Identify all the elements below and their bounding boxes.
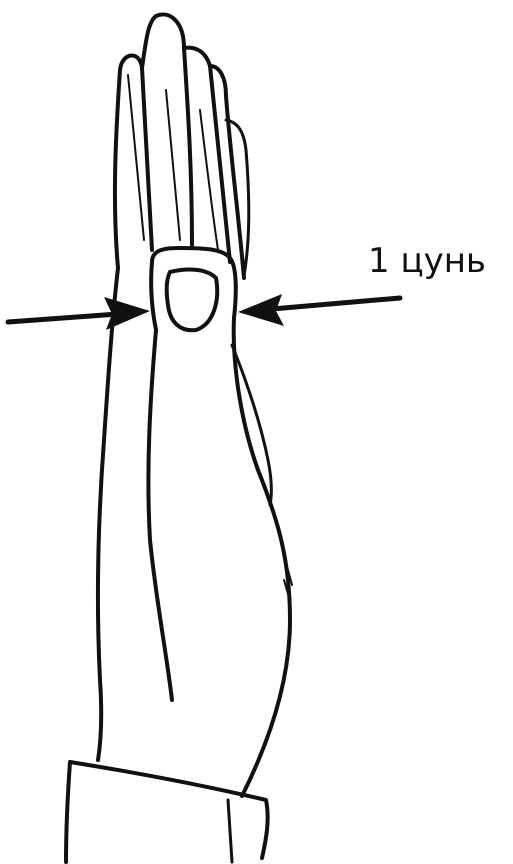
measurement-label: 1 цунь bbox=[368, 241, 486, 281]
sleeve-cuff bbox=[66, 762, 268, 862]
thumb-outline bbox=[151, 248, 236, 330]
left-arrow bbox=[8, 297, 150, 330]
forearm-outline bbox=[98, 268, 292, 796]
fingers-outline bbox=[115, 14, 249, 278]
right-arrow bbox=[238, 294, 400, 326]
